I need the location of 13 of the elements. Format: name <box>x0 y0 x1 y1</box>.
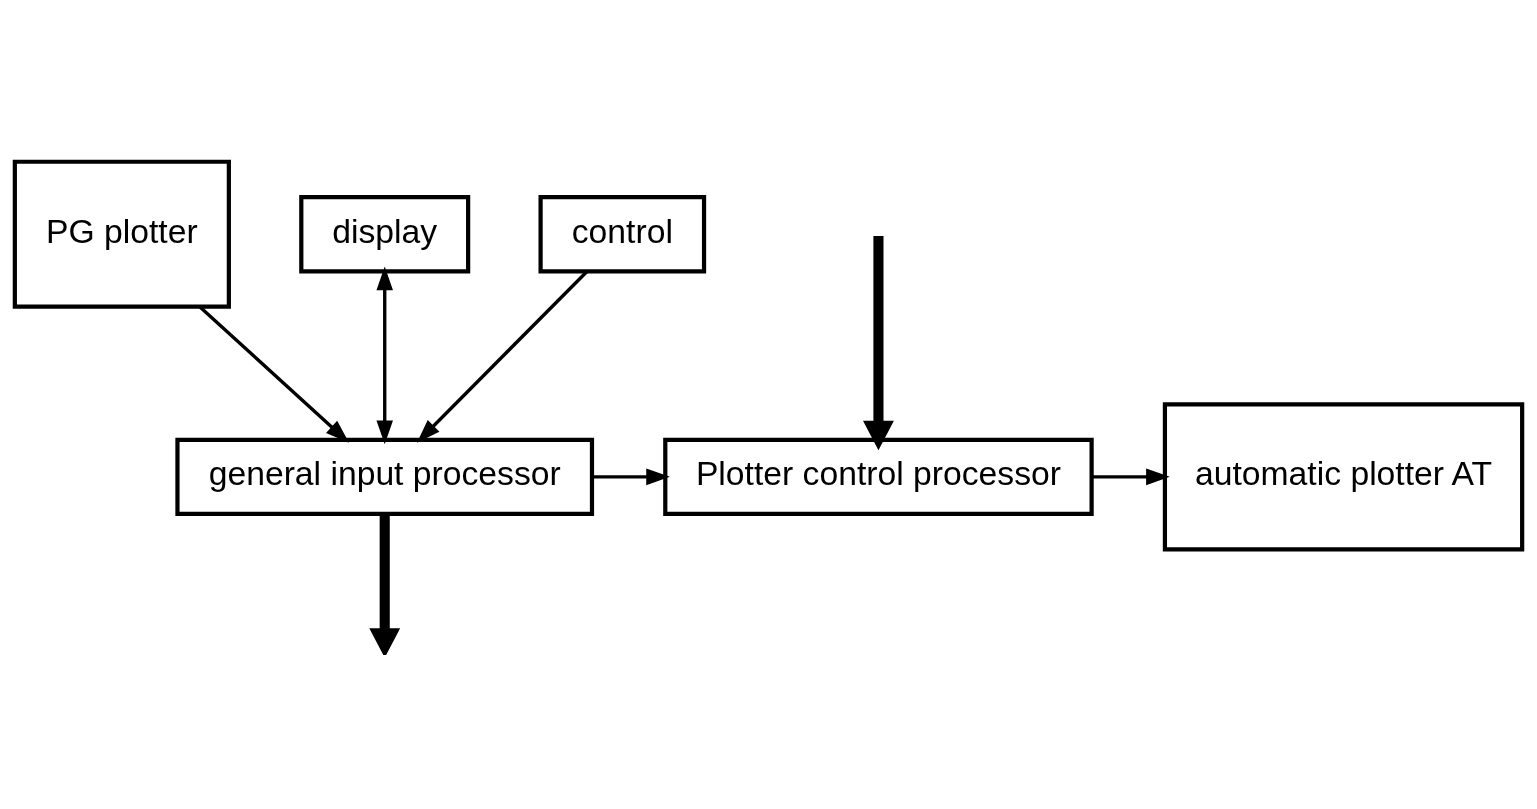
arrow <box>198 305 350 443</box>
node-box: general input processor <box>175 437 595 516</box>
arrow <box>376 266 393 444</box>
arrow <box>863 235 894 450</box>
arrow <box>416 270 588 443</box>
node-box: PG plotter <box>12 159 231 309</box>
arrow <box>369 513 401 655</box>
node-box: display <box>299 194 471 273</box>
arrow <box>1091 468 1170 485</box>
node-box: automatic plotter AT <box>1162 401 1525 551</box>
node-box: control <box>538 194 707 273</box>
arrow <box>592 468 670 485</box>
node-box: Plotter control processor <box>663 437 1094 516</box>
